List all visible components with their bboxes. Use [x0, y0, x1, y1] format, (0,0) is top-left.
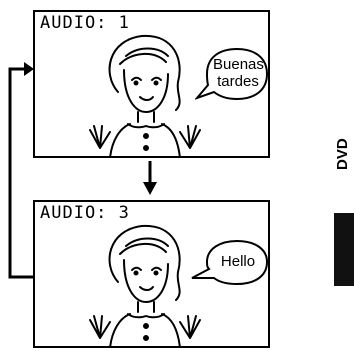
woman-figure-icon [89, 34, 201, 156]
woman-figure-icon [89, 224, 201, 346]
side-tab-marker [334, 213, 354, 286]
speech-line-2: tardes [217, 73, 259, 90]
speech-bubble [191, 239, 268, 286]
speech-line-1: Hello [220, 253, 256, 270]
osd-audio-label: AUDIO: 3 [40, 203, 130, 223]
dvd-side-label: DVD [334, 138, 351, 170]
down-arrow-icon [143, 161, 157, 195]
speech-line-1: Buenas [213, 56, 264, 73]
screen-audio-3: AUDIO: 3 Hello [33, 200, 270, 348]
osd-audio-label: AUDIO: 1 [40, 13, 130, 33]
screen-audio-1: AUDIO: 1 [33, 10, 270, 158]
speech-bubble [195, 47, 268, 101]
loop-arrow-icon [8, 62, 34, 279]
